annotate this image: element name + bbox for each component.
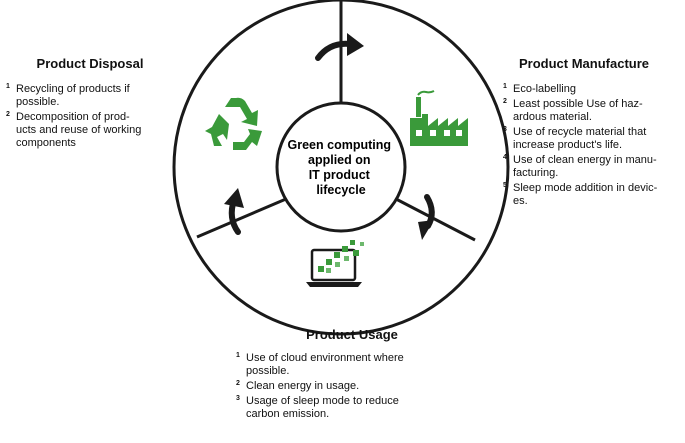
inner-circle [275,101,407,233]
product-manufacture-list: 1 Eco-labelling 2 Least possible Use of … [503,83,681,208]
divider-right [395,197,476,242]
item-line: Use of recycle material that [513,126,647,138]
center-line-4: lifecycle [316,183,365,197]
item-line: ucts and reuse of working [16,124,142,136]
item-line: Clean energy in usage. [246,380,360,392]
item-line: increase product's life. [513,139,623,151]
cycle-arrow-right-icon [418,194,435,240]
item-number: 3 [503,126,507,133]
list-item: 3 Use of recycle material that increase … [503,126,681,152]
outer-ring [172,0,510,336]
item-line: Use of cloud environment where [246,352,404,364]
factory-icon [410,90,468,146]
laptop-icon [306,240,364,287]
item-line: Decomposition of prod- [16,111,130,123]
list-item: 1 Use of cloud environment where possibl… [236,352,472,378]
item-number: 3 [236,395,240,402]
center-line-3: IT product [309,168,371,182]
item-line: es. [513,195,528,207]
item-line: facturing. [513,167,559,179]
item-line: Usage of sleep mode to reduce [246,395,399,407]
item-line: Least possible Use of haz- [513,98,643,110]
list-item: 4 Use of clean energy in manu- facturing… [503,154,681,180]
divider-left [196,197,287,239]
product-usage-list: 1 Use of cloud environment where possibl… [232,352,472,421]
item-line: carbon emission. [246,408,330,420]
product-manufacture-title: Product Manufacture [519,56,650,71]
product-usage-section: Product Usage 1 Use of cloud environment… [232,327,472,423]
item-number: 4 [503,154,507,161]
list-item: 1 Recycling of products if possible. [6,83,174,109]
cycle-arrow-left-icon [224,188,244,235]
product-manufacture-section: Product Manufacture 1 Eco-labelling 2 Le… [503,56,681,210]
item-line: Sleep mode addition in devic- [513,182,658,194]
center-title: Green computing applied on IT product li… [288,138,395,197]
list-item: 2 Clean energy in usage. [236,380,472,393]
item-number: 5 [503,182,507,189]
item-number: 2 [6,111,10,118]
item-line: Use of clean energy in manu- [513,154,657,166]
center-line-2: applied on [308,153,371,167]
item-number: 2 [236,380,240,387]
product-usage-title: Product Usage [306,327,398,342]
item-line: possible. [16,96,60,108]
list-item: 5 Sleep mode addition in devic- es. [503,182,681,208]
cycle-arrow-top-icon [315,33,364,61]
list-item: 2 Least possible Use of haz- ardous mate… [503,98,681,124]
list-item: 3 Usage of sleep mode to reduce carbon e… [236,395,472,421]
product-disposal-section: Product Disposal 1 Recycling of products… [6,56,174,152]
product-disposal-title: Product Disposal [36,56,144,71]
product-disposal-list: 1 Recycling of products if possible. 2 D… [6,83,174,150]
list-item: 1 Eco-labelling [503,83,681,96]
item-number: 1 [236,352,240,359]
item-number: 1 [503,83,507,90]
item-line: Eco-labelling [513,83,576,95]
item-line: ardous material. [513,111,592,123]
item-line: possible. [246,365,290,377]
center-line-1: Green computing [288,138,391,152]
item-number: 2 [503,98,507,105]
item-number: 1 [6,83,10,90]
recycle-icon [205,97,262,150]
list-item: 2 Decomposition of prod- ucts and reuse … [6,111,174,150]
item-line: Recycling of products if [16,83,130,95]
item-line: components [16,137,76,149]
